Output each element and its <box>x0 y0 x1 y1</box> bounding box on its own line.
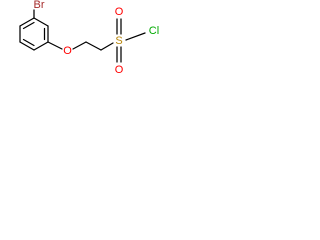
bond-ch2-ch2 <box>85 41 102 51</box>
chlorine-label: Cl <box>149 25 159 37</box>
sulfonyl-oxygen-top-label: O <box>115 6 124 18</box>
molecular-structure: Br O S O O Cl <box>19 0 159 76</box>
ring-bond-c5-c6 <box>19 41 35 51</box>
bond-oxygen-ch2 <box>72 41 87 50</box>
sulfonyl-oxygen-bottom-label: O <box>115 64 124 76</box>
bond-sulfur-chlorine <box>125 32 146 41</box>
ring-double-bond-inner-1 <box>22 21 35 30</box>
ring-bond-c1-c2 <box>19 17 35 27</box>
ether-oxygen-label: O <box>63 45 72 57</box>
ring-bond-c2-c3 <box>33 17 49 27</box>
ring-double-bond-inner-3 <box>22 38 35 47</box>
bromine-label: Br <box>34 0 45 11</box>
ring-bond-c4-c5 <box>33 41 49 51</box>
sulfur-label: S <box>115 35 122 47</box>
bond-ring-ether-oxygen <box>47 41 63 50</box>
bond-ch2-sulfur <box>100 42 114 51</box>
